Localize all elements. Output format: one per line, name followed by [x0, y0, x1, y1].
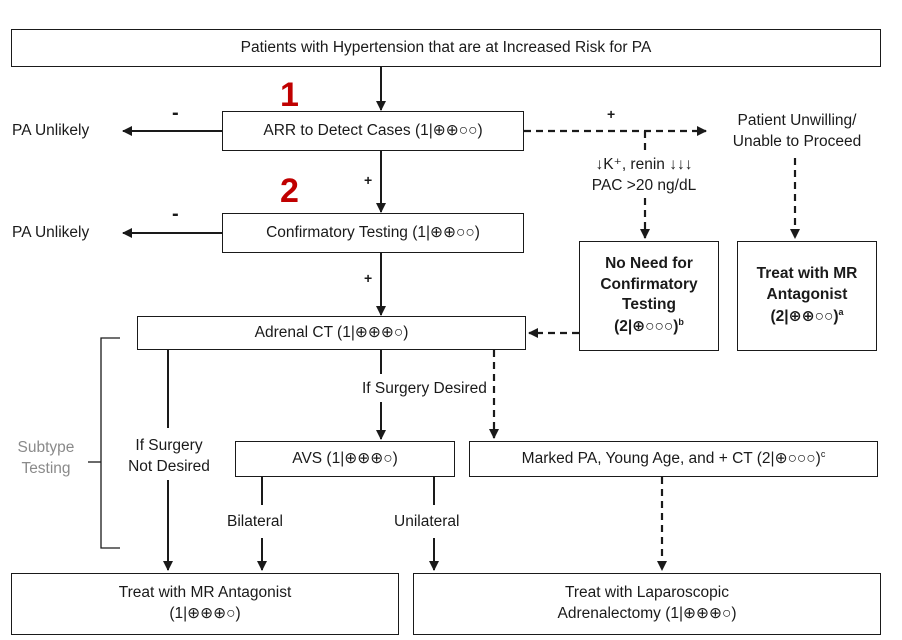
step-number-1: 1: [280, 76, 299, 114]
label-patient-unwilling: Patient Unwilling/ Unable to Proceed: [708, 111, 886, 153]
box-text: No Need for: [605, 254, 693, 272]
box-text: Treat with MR: [756, 265, 858, 283]
box-text: (1|⊕⊕⊕○): [169, 605, 241, 622]
box-laparoscopic-adrenalectomy: Treat with Laparoscopic Adrenalectomy (1…: [413, 573, 881, 635]
box-avs: AVS (1|⊕⊕⊕○): [235, 441, 455, 477]
label-subtype-testing: Subtype Testing: [6, 438, 86, 480]
label-hypokalemia-criteria: ↓K⁺, renin ↓↓↓ PAC >20 ng/dL: [574, 155, 714, 197]
box-text: Patients with Hypertension that are at I…: [240, 38, 652, 56]
box-patients-hypertension: Patients with Hypertension that are at I…: [11, 29, 881, 67]
grade-text: (2|⊕○○○): [614, 318, 679, 336]
box-treat-mr-antagonist-top: Treat with MR Antagonist (2|⊕⊕○○)a: [737, 241, 877, 351]
box-text: Adrenalectomy (1|⊕⊕⊕○): [557, 605, 737, 622]
plus-sign-confirm-down: +: [364, 270, 373, 286]
label-line: Testing: [21, 459, 71, 477]
footnote-mark: c: [820, 448, 826, 459]
label-pa-unlikely-1: PA Unlikely: [12, 122, 90, 139]
box-text: Treat with Laparoscopic: [565, 584, 729, 602]
label-unilateral: Unilateral: [394, 513, 460, 530]
box-text: Testing: [622, 296, 676, 314]
box-text: Confirmatory Testing (1|⊕⊕○○): [266, 223, 480, 241]
label-if-surgery-desired: If Surgery Desired: [362, 380, 487, 397]
step-number-2: 2: [280, 172, 299, 210]
box-treat-mr-antagonist-bottom: Treat with MR Antagonist (1|⊕⊕⊕○): [11, 573, 399, 635]
label-line: Subtype: [17, 439, 75, 456]
label-line: PAC >20 ng/dL: [591, 176, 697, 194]
plus-sign-arr-right: +: [607, 106, 616, 122]
box-text: Marked PA, Young Age, and + CT (2|⊕○○○)c: [522, 448, 826, 470]
box-marked-pa: Marked PA, Young Age, and + CT (2|⊕○○○)c: [469, 441, 878, 477]
box-grade: (2|⊕○○○)b: [614, 316, 684, 338]
plus-sign-arr-down: +: [364, 172, 373, 188]
box-text: Confirmatory: [600, 275, 698, 293]
label-if-surgery-not-desired: If Surgery Not Desired: [114, 436, 224, 478]
grade-text: (2|⊕⊕○○): [770, 308, 839, 326]
subtype-bracket: [100, 337, 120, 549]
label-line: Patient Unwilling/: [737, 112, 857, 129]
box-text: Adrenal CT (1|⊕⊕⊕○): [254, 323, 409, 341]
label-bilateral: Bilateral: [227, 513, 283, 530]
box-adrenal-ct: Adrenal CT (1|⊕⊕⊕○): [137, 316, 526, 350]
box-text-main: Marked PA, Young Age, and + CT (2|⊕○○○): [521, 450, 821, 468]
box-text: ARR to Detect Cases (1|⊕⊕○○): [263, 121, 483, 139]
footnote-mark: a: [838, 306, 844, 317]
box-grade: (2|⊕⊕○○)a: [771, 306, 844, 328]
label-line: If Surgery: [135, 437, 203, 454]
label-line: Unable to Proceed: [732, 132, 862, 150]
minus-sign-1: -: [172, 102, 179, 124]
minus-sign-2: -: [172, 203, 179, 225]
box-text: AVS (1|⊕⊕⊕○): [292, 449, 398, 467]
box-confirmatory-testing: Confirmatory Testing (1|⊕⊕○○): [222, 213, 524, 253]
box-arr-detect-cases: ARR to Detect Cases (1|⊕⊕○○): [222, 111, 524, 151]
label-line: ↓K⁺, renin ↓↓↓: [595, 156, 693, 173]
label-line: Not Desired: [128, 457, 210, 475]
label-pa-unlikely-2: PA Unlikely: [12, 224, 90, 241]
footnote-mark: b: [678, 317, 684, 328]
box-no-need-confirmatory: No Need for Confirmatory Testing (2|⊕○○○…: [579, 241, 719, 351]
box-text: Treat with MR Antagonist: [118, 584, 292, 602]
box-text: Antagonist: [766, 285, 848, 303]
